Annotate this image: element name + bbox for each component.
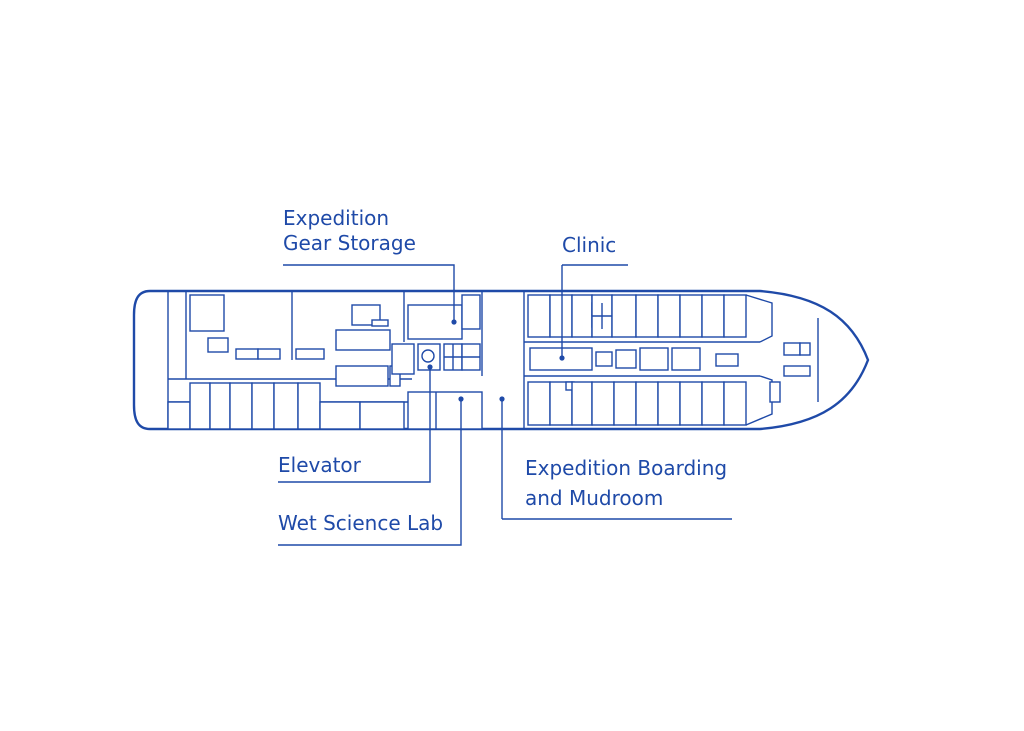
interior-walls bbox=[167, 291, 819, 430]
boarding-marker bbox=[499, 396, 505, 402]
label-gear-storage-2: Gear Storage bbox=[283, 231, 416, 255]
label-boarding-1: Expedition Boarding bbox=[525, 456, 727, 480]
marker-dots bbox=[427, 319, 565, 402]
wet-lab-marker bbox=[458, 396, 464, 402]
ship-hull bbox=[132, 289, 870, 431]
label-clinic: Clinic bbox=[562, 233, 616, 257]
leader-lines bbox=[278, 264, 732, 546]
clinic-marker bbox=[559, 355, 565, 361]
gear-storage-marker bbox=[451, 319, 457, 325]
elevator-marker bbox=[427, 364, 433, 370]
label-gear-storage-1: Expedition bbox=[283, 206, 389, 230]
label-wet-science-lab: Wet Science Lab bbox=[278, 511, 443, 535]
label-elevator: Elevator bbox=[278, 453, 362, 477]
label-boarding-2: and Mudroom bbox=[525, 486, 663, 510]
